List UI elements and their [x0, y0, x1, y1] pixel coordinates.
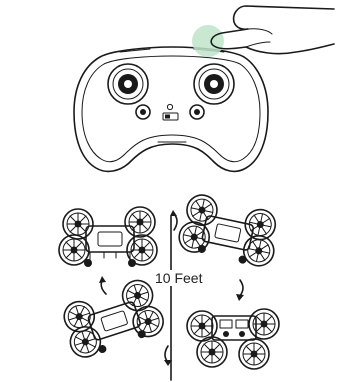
drone-icon — [176, 192, 282, 270]
rotation-arrow-icon — [99, 276, 106, 294]
drone-icon — [58, 276, 168, 362]
button-highlight — [192, 25, 224, 57]
hand-icon — [211, 6, 334, 54]
controller-icon — [74, 47, 268, 171]
distance-label: 10 Feet — [154, 270, 203, 286]
rotation-arrow-icon — [236, 280, 244, 301]
drone-icon — [59, 207, 157, 267]
drone-icon — [187, 309, 279, 369]
